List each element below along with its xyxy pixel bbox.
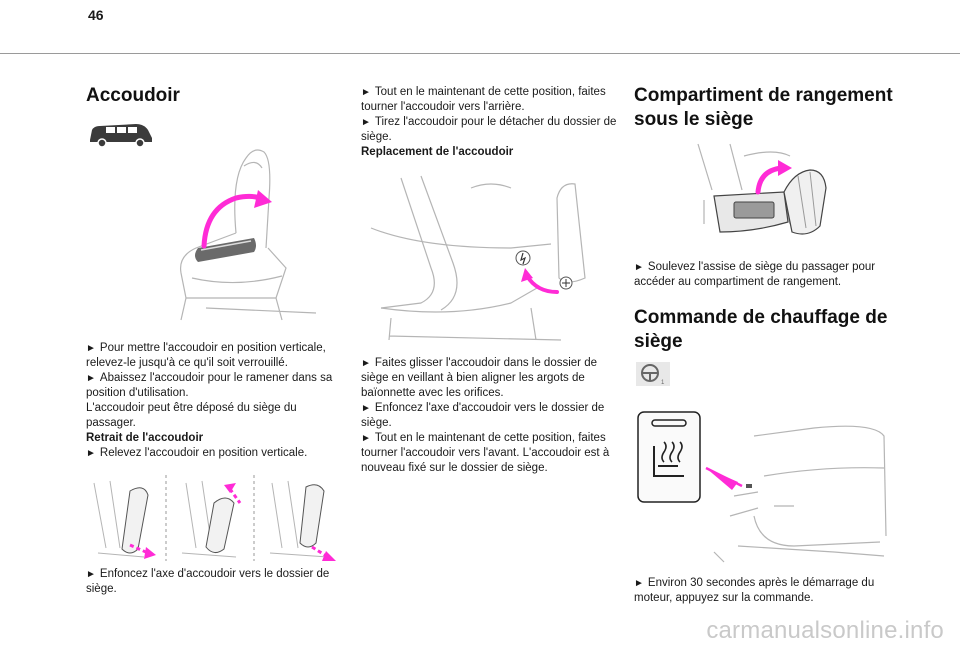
bullet-arrow: ►: [86, 569, 96, 580]
bullet-arrow: ►: [361, 117, 371, 128]
armrest-removal-steps-illustration: [93, 475, 336, 561]
under-seat-storage-illustration: [697, 143, 827, 235]
bullet-arrow: ►: [86, 343, 96, 354]
subheading-removal: Retrait de l'accoudoir: [86, 432, 204, 444]
page-number: 46: [88, 7, 104, 23]
bullet-arrow: ►: [361, 403, 371, 414]
van-icon: [90, 124, 152, 148]
armrest-instructions-2: ►Enfoncez l'axe d'accoudoir vers le doss…: [86, 568, 330, 595]
seat-heater-icon: [653, 441, 684, 477]
bullet-arrow: ►: [361, 87, 371, 98]
watermark: carmanualsonline.info: [706, 617, 944, 644]
storage-instructions: ►Soulevez l'assise de siège du passager …: [634, 261, 876, 288]
armrest-removal-continued: ►Tout en le maintenant de cette position…: [361, 86, 617, 158]
section-heading-armrest: Accoudoir: [86, 85, 180, 106]
bullet-arrow: ►: [86, 448, 96, 459]
armrest-replacement-illustration: [370, 175, 586, 341]
column-armrest: Accoudoir ►Pour mettre l'accoudoir en po…: [86, 60, 348, 597]
header-divider: [0, 53, 960, 54]
column-storage-heating: Compartiment de rangement sous le siège …: [634, 60, 896, 606]
armrest-replacement-instructions: ►Faites glisser l'accoudoir dans le doss…: [361, 357, 610, 474]
svg-text:1: 1: [661, 380, 665, 386]
paragraph: L'accoudoir peut être déposé du siège du…: [86, 402, 297, 429]
bullet-arrow: ►: [361, 358, 371, 369]
armrest-instructions: ►Pour mettre l'accoudoir en position ver…: [86, 341, 348, 461]
seat-heating-instructions: ►Environ 30 secondes après le démarrage …: [634, 577, 875, 604]
bullet-arrow: ►: [634, 262, 644, 273]
steering-wheel-icon: 1: [636, 362, 670, 386]
subheading-replacement: Replacement de l'accoudoir: [361, 146, 514, 158]
armrest-seat-illustration: [179, 149, 317, 321]
column-armrest-continued: ►Tout en le maintenant de cette position…: [361, 60, 623, 476]
bullet-arrow: ►: [634, 578, 644, 589]
section-heading-seat-heating: Commande de chauffage de siège: [634, 307, 888, 352]
bullet-arrow: ►: [86, 373, 96, 384]
bullet-arrow: ►: [361, 433, 371, 444]
section-heading-storage: Compartiment de rangement sous le siège: [634, 85, 893, 130]
seat-heating-illustration: [637, 411, 887, 563]
